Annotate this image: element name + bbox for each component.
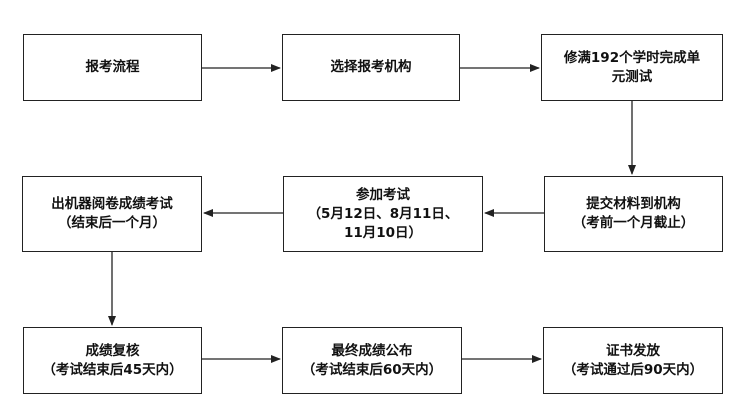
- node-line: （考试结束后60天内）: [301, 361, 443, 378]
- node-line: 证书发放: [606, 342, 660, 359]
- node-line: （考前一个月截止）: [572, 215, 695, 231]
- node-take-exam: 参加考试 （5月12日、8月11日、 11月10日）: [283, 176, 483, 252]
- node-line: （考试通过后90天内）: [562, 361, 704, 378]
- node-line: （5月12日、8月11日、: [307, 205, 459, 222]
- node-line: 提交材料到机构: [586, 196, 681, 212]
- node-line: 11月10日）: [343, 224, 423, 241]
- node-score-review: 成绩复核 （考试结束后45天内）: [23, 327, 202, 394]
- node-line: 选择报考机构: [330, 59, 412, 75]
- node-certificate-issuance: 证书发放 （考试通过后90天内）: [543, 327, 723, 394]
- node-line: 出机器阅卷成绩考试: [51, 196, 173, 212]
- node-submit-materials: 提交材料到机构 （考前一个月截止）: [544, 176, 723, 252]
- node-line: 报考流程: [85, 59, 140, 75]
- node-line: 修满192个学时完成单: [563, 49, 701, 66]
- node-choose-institution: 选择报考机构: [282, 34, 460, 101]
- node-line: （考试结束后45天内）: [42, 361, 183, 378]
- node-line: 成绩复核: [85, 342, 140, 359]
- node-line: 参加考试: [356, 186, 410, 203]
- node-line: 元测试: [611, 68, 653, 85]
- node-line: 最终成绩公布: [331, 342, 413, 359]
- node-final-results: 最终成绩公布 （考试结束后60天内）: [282, 327, 462, 394]
- node-complete-hours: 修满192个学时完成单 元测试: [541, 34, 723, 101]
- node-line: （结束后一个月）: [58, 215, 166, 231]
- node-machine-grading: 出机器阅卷成绩考试 （结束后一个月）: [22, 176, 202, 252]
- node-registration-process: 报考流程: [23, 34, 202, 101]
